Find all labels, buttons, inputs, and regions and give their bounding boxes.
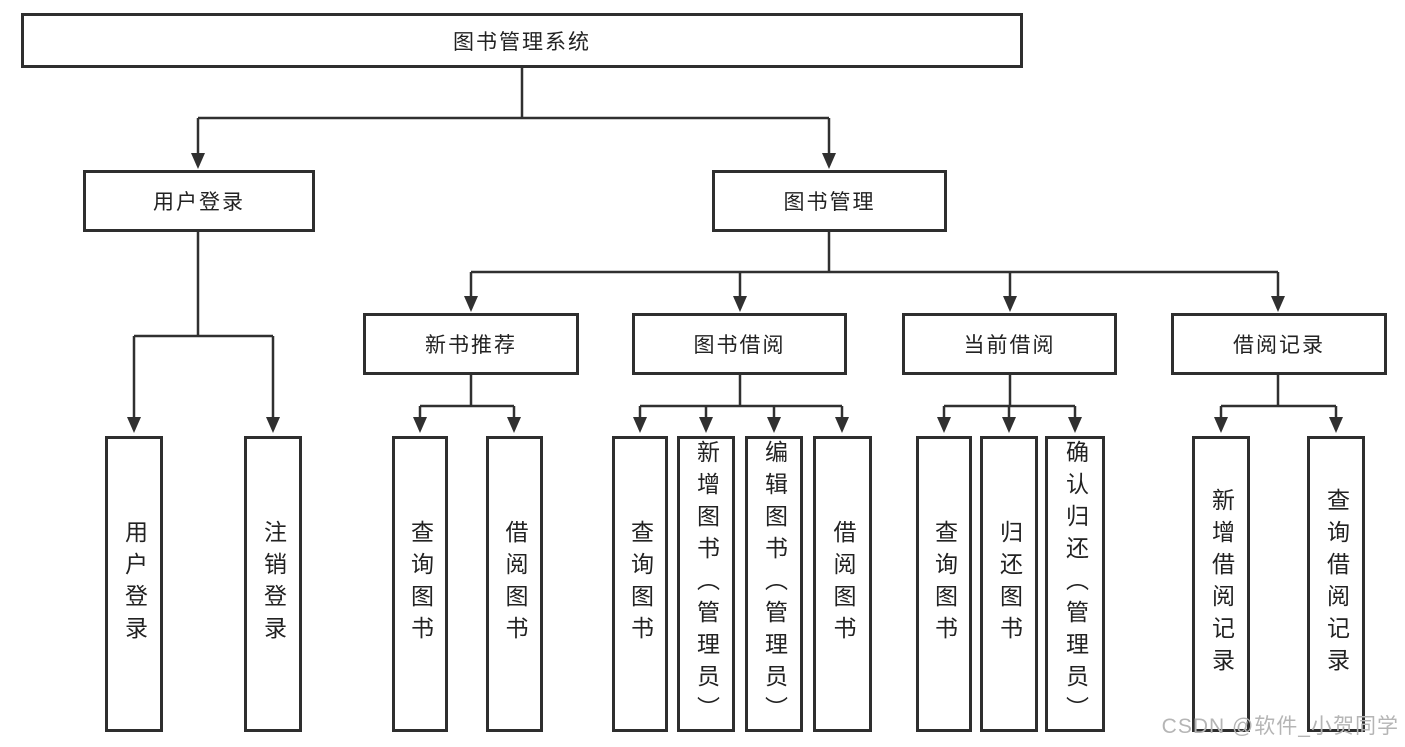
leaf-bb-add-book-admin: 新增图书（管理员） [677, 436, 735, 732]
node-book-borrow-label: 图书借阅 [693, 334, 786, 357]
leaf-br-add-record-label: 新增借阅记录 [1208, 488, 1235, 680]
leaf-rec-borrow-book-label: 借阅图书 [502, 520, 528, 648]
leaf-bb-borrow-book-label: 借阅图书 [830, 520, 856, 648]
leaf-bb-add-book-admin-label: 新增图书（管理员） [693, 440, 720, 728]
leaf-br-add-record: 新增借阅记录 [1192, 436, 1250, 732]
leaf-bb-query-book: 查询图书 [612, 436, 668, 732]
leaf-logout-label: 注销登录 [260, 520, 287, 648]
leaf-cb-confirm-return-admin: 确认归还（管理员） [1045, 436, 1105, 732]
csdn-watermark: CSDN @软件_小贺同学 [1161, 715, 1399, 738]
node-borrow-records: 借阅记录 [1171, 313, 1387, 375]
leaf-bb-borrow-book: 借阅图书 [813, 436, 872, 732]
node-new-book-rec: 新书推荐 [363, 313, 579, 375]
leaf-user-login: 用户登录 [105, 436, 163, 732]
leaf-cb-return-book-label: 归还图书 [996, 520, 1023, 648]
leaf-logout: 注销登录 [244, 436, 302, 732]
leaf-user-login-label: 用户登录 [121, 520, 148, 648]
leaf-cb-query-book-label: 查询图书 [931, 520, 958, 648]
leaf-cb-return-book: 归还图书 [980, 436, 1038, 732]
node-book-borrow: 图书借阅 [632, 313, 847, 375]
node-user-login: 用户登录 [83, 170, 315, 232]
node-current-borrow: 当前借阅 [902, 313, 1117, 375]
leaf-bb-edit-book-admin-label: 编辑图书（管理员） [761, 440, 788, 728]
node-current-borrow-label: 当前借阅 [963, 334, 1056, 357]
leaf-br-query-record-label: 查询借阅记录 [1323, 488, 1350, 680]
leaf-cb-query-book: 查询图书 [916, 436, 972, 732]
node-book-mgmt: 图书管理 [712, 170, 947, 232]
leaf-bb-edit-book-admin: 编辑图书（管理员） [745, 436, 803, 732]
leaf-rec-borrow-book: 借阅图书 [486, 436, 543, 732]
node-user-login-label: 用户登录 [153, 191, 245, 214]
leaf-bb-query-book-label: 查询图书 [627, 520, 654, 648]
leaf-br-query-record: 查询借阅记录 [1307, 436, 1365, 732]
node-borrow-records-label: 借阅记录 [1233, 334, 1325, 357]
node-root: 图书管理系统 [21, 13, 1023, 68]
node-book-mgmt-label: 图书管理 [783, 191, 876, 214]
leaf-rec-query-book-label: 查询图书 [407, 520, 434, 648]
node-new-book-rec-label: 新书推荐 [425, 334, 517, 357]
connector-segments [134, 68, 1336, 408]
node-root-label: 图书管理系统 [453, 30, 591, 54]
leaf-cb-confirm-return-admin-label: 确认归还（管理员） [1062, 440, 1089, 728]
leaf-rec-query-book: 查询图书 [392, 436, 448, 732]
